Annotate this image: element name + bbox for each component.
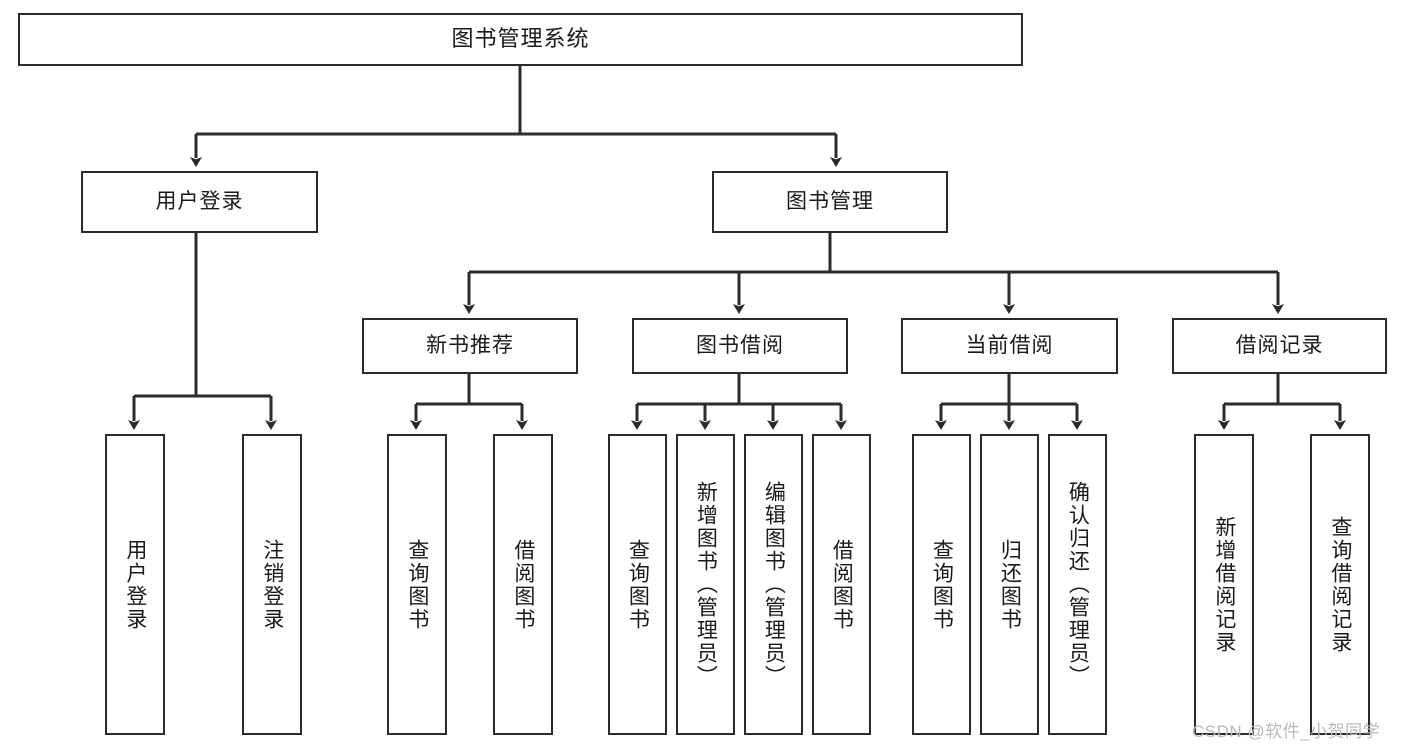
leaf-borrow-record-add-record[interactable]: 新增借阅记录 [1194,434,1254,735]
leaf-new-book-borrow-book[interactable]: 借阅图书 [493,434,553,735]
node-user-login[interactable]: 用户登录 [81,171,318,233]
leaf-current-borrow-return-book[interactable]: 归还图书 [980,434,1039,735]
leaf-current-borrow-confirm-return-admin[interactable]: 确认归还（管理员） [1048,434,1107,735]
node-book-borrow[interactable]: 图书借阅 [632,318,848,374]
leaf-user-login-logout[interactable]: 注销登录 [242,434,302,735]
node-new-book-recommend[interactable]: 新书推荐 [362,318,578,374]
leaf-borrow-record-query-record[interactable]: 查询借阅记录 [1310,434,1370,735]
leaf-new-book-query-book[interactable]: 查询图书 [387,434,447,735]
node-book-management[interactable]: 图书管理 [712,171,948,233]
leaf-user-login-login[interactable]: 用户登录 [105,434,165,735]
leaf-book-borrow-add-book-admin[interactable]: 新增图书（管理员） [676,434,735,735]
node-current-borrow[interactable]: 当前借阅 [901,318,1118,374]
leaf-book-borrow-edit-book-admin[interactable]: 编辑图书（管理员） [744,434,803,735]
leaf-current-borrow-query-book[interactable]: 查询图书 [912,434,971,735]
node-borrow-record[interactable]: 借阅记录 [1172,318,1387,374]
csdn-watermark: CSDN @软件_小贺同学 [1192,722,1381,741]
leaf-book-borrow-query-book[interactable]: 查询图书 [608,434,667,735]
leaf-book-borrow-borrow-book[interactable]: 借阅图书 [812,434,871,735]
node-root-book-management-system[interactable]: 图书管理系统 [18,13,1023,66]
